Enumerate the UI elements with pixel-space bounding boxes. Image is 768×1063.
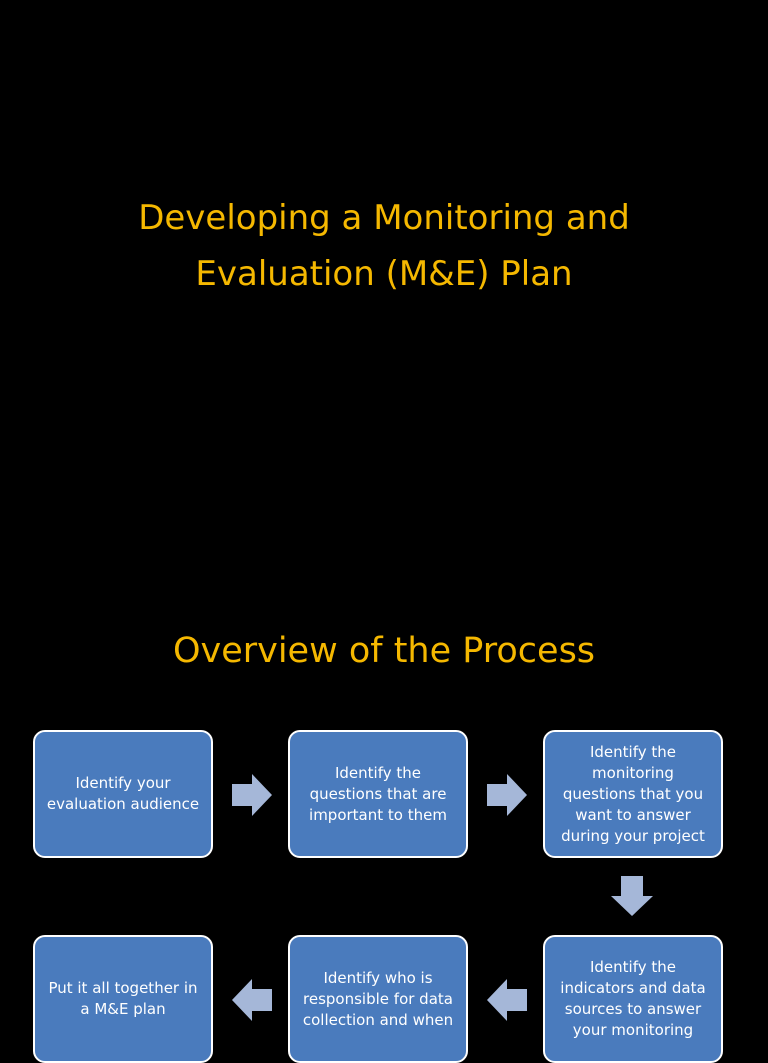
- presentation-title: Developing a Monitoring and Evaluation (…: [0, 190, 768, 302]
- step-1-text: Identify your evaluation audience: [46, 774, 200, 813]
- down-arrow-icon: [611, 876, 653, 916]
- step-box-2: Identify the questions that are importan…: [288, 730, 468, 858]
- step-box-3: Identify the monitoring questions that y…: [543, 730, 723, 858]
- step-5-text: Identify who is responsible for data col…: [302, 968, 454, 1029]
- right-arrow-icon: [487, 774, 527, 816]
- right-arrow-icon: [232, 774, 272, 816]
- step-6-text: Put it all together in a M&E plan: [48, 979, 198, 1018]
- step-box-1: Identify your evaluation audience: [33, 730, 213, 858]
- step-4-text: Identify the indicators and data sources…: [560, 958, 706, 1039]
- overview-title: Overview of the Process: [172, 631, 596, 671]
- left-arrow-icon: [232, 979, 272, 1021]
- left-arrow-icon: [487, 979, 527, 1021]
- title-line-1: Developing a Monitoring and: [138, 198, 630, 238]
- step-box-5: Identify who is responsible for data col…: [288, 935, 468, 1063]
- step-3-text: Identify the monitoring questions that y…: [561, 742, 705, 845]
- step-2-text: Identify the questions that are importan…: [309, 763, 447, 824]
- step-box-6: Put it all together in a M&E plan: [33, 935, 213, 1063]
- title-line-2: Evaluation (M&E) Plan: [195, 254, 573, 294]
- step-box-4: Identify the indicators and data sources…: [543, 935, 723, 1063]
